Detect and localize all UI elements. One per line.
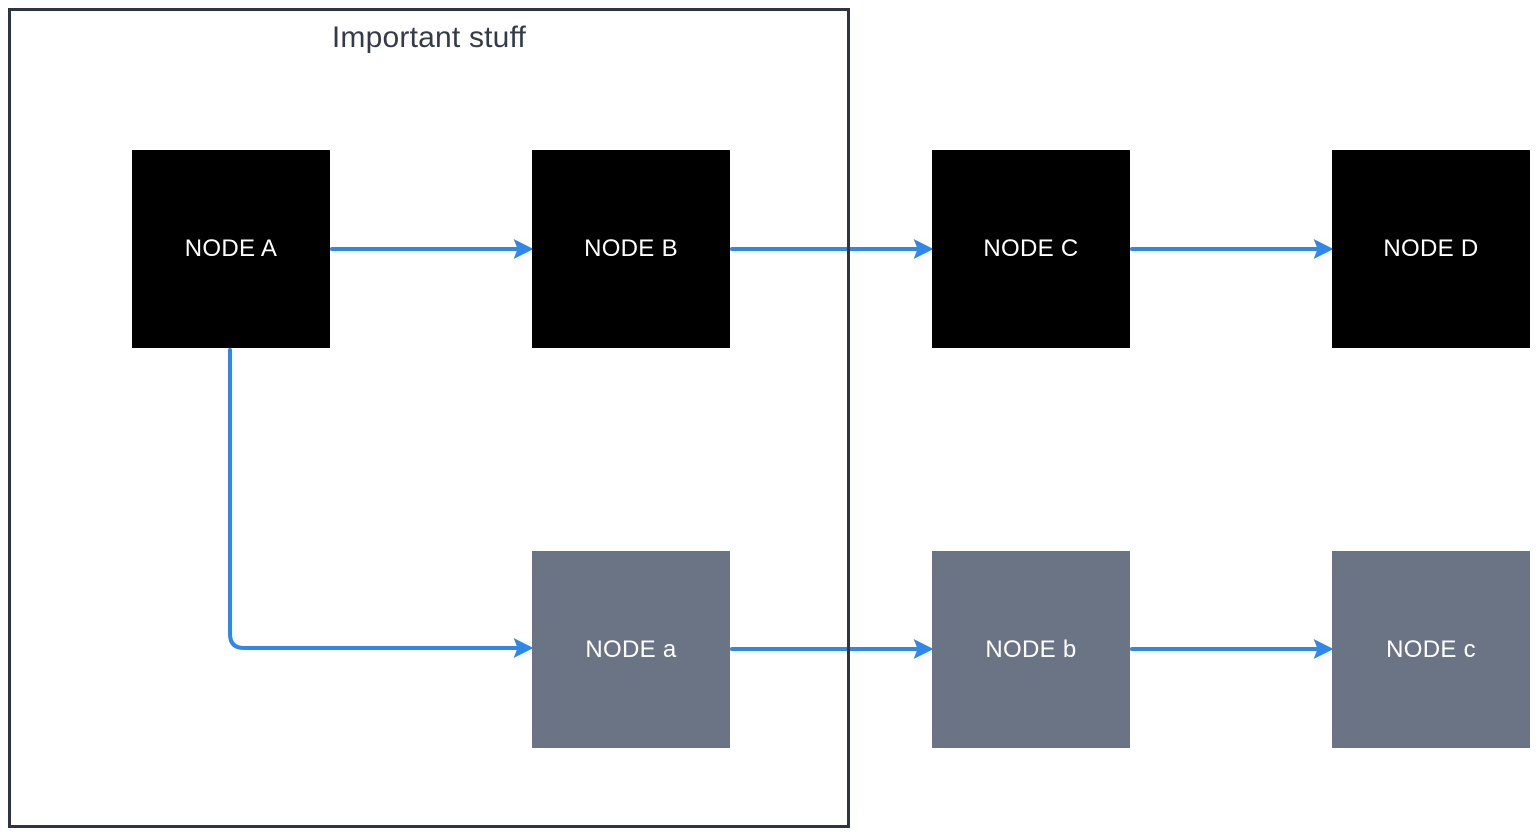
node-node-d[interactable]: NODE D <box>1332 150 1530 348</box>
node-label: NODE B <box>584 235 678 262</box>
node-label: NODE b <box>985 635 1077 663</box>
node-label: NODE C <box>983 235 1079 262</box>
node-node-b-lower[interactable]: NODE b <box>932 551 1130 748</box>
edge-node-a-to-node-a-lower <box>228 348 534 658</box>
node-node-a[interactable]: NODE A <box>132 150 330 348</box>
node-node-a-lower[interactable]: NODE a <box>532 551 730 748</box>
node-label: NODE D <box>1383 235 1479 262</box>
node-label: NODE c <box>1386 635 1476 663</box>
node-label: NODE A <box>184 235 278 262</box>
group-title: Important stuff <box>331 21 527 54</box>
node-label: NODE a <box>585 635 677 663</box>
node-node-c[interactable]: NODE C <box>932 150 1130 348</box>
node-node-b[interactable]: NODE B <box>532 150 730 348</box>
node-node-c-lower[interactable]: NODE c <box>1332 551 1530 748</box>
